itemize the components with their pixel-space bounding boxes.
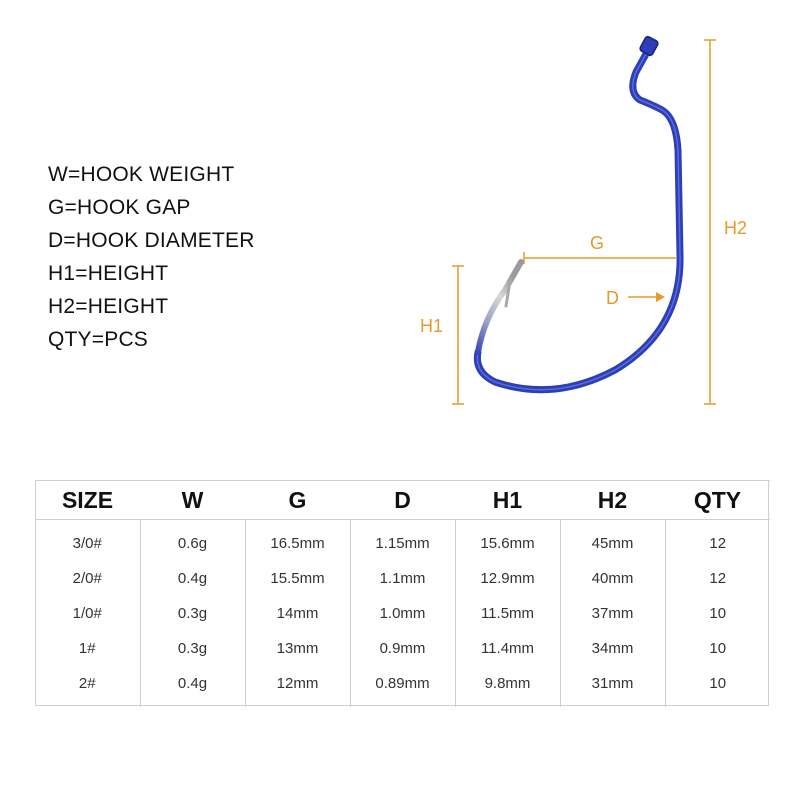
cell-height-2: 31mm [559,666,665,707]
cell-gap: 12mm [244,666,350,707]
header-gap: G [245,480,350,520]
cell-height-1: 12.9mm [454,561,560,596]
cell-quantity: 12 [664,561,770,596]
cell-size: 1# [78,640,96,657]
cell-height-1: 11.5mm [454,596,560,631]
cell-gap: 13mm [244,631,350,666]
header-quantity: QTY [665,480,770,520]
cell-gap: 16.5mm [244,519,350,561]
cell-size: 3/0# [72,535,102,552]
cell-height-2: 40mm [559,561,665,596]
cell-quantity: 10 [664,631,770,666]
cell-quantity: 10 [664,666,770,707]
cell-size: 1/0# [72,605,102,622]
diameter-dimension: D [606,288,665,308]
hook-barb [504,279,512,308]
cell-weight: 0.3g [139,631,245,666]
legend-height-1: H1=HEIGHT [48,262,169,285]
cell-height-2: 45mm [559,519,665,561]
table-row: 2/0# 0.4g 15.5mm 1.1mm 12.9mm 40mm 12 [35,561,770,596]
gap-dimension: G [523,233,676,264]
height-2-dimension: H2 [704,39,747,405]
cell-weight: 0.6g [139,519,245,561]
cell-size: 2# [78,675,96,692]
cell-height-2: 37mm [559,596,665,631]
cell-diameter: 0.9mm [349,631,455,666]
legend-gap: G=HOOK GAP [48,196,191,219]
cell-weight: 0.3g [139,596,245,631]
legend-weight: W=HOOK WEIGHT [48,163,235,186]
cell-diameter: 0.89mm [349,666,455,707]
hook-point [475,259,524,355]
table-row: 3/0# 0.6g 16.5mm 1.15mm 15.6mm 45mm 12 [35,519,770,561]
table-row: 1/0# 0.3g 14mm 1.0mm 11.5mm 37mm 10 [35,596,770,631]
legend-quantity: QTY=PCS [48,328,149,351]
hook-shank-bend [473,41,684,394]
cell-gap: 14mm [244,596,350,631]
header-height-2: H2 [560,480,665,520]
cell-quantity: 12 [664,519,770,561]
cell-diameter: 1.0mm [349,596,455,631]
cell-quantity: 10 [664,596,770,631]
height-1-label: H1 [420,316,443,336]
hook-illustration [473,35,684,394]
table-row: 1# 0.3g 13mm 0.9mm 11.4mm 34mm 10 [35,631,770,666]
cell-diameter: 1.1mm [349,561,455,596]
hook-eye [639,35,659,57]
cell-gap: 15.5mm [244,561,350,596]
header-diameter: D [350,480,455,520]
cell-diameter: 1.15mm [349,519,455,561]
hook-diagram: G D H1 H2 [420,35,747,405]
header-height-1: H1 [455,480,560,520]
header-weight: W [140,480,245,520]
cell-height-1: 15.6mm [454,519,560,561]
cell-height-1: 9.8mm [454,666,560,707]
spec-table: SIZE W G D H1 H2 QTY 3/0# 0.6g 16.5mm 1.… [35,480,770,707]
diameter-label: D [606,288,619,308]
legend: W=HOOK WEIGHT G=HOOK GAP D=HOOK DIAMETER… [48,158,255,356]
cell-size: 2/0# [72,570,102,587]
height-2-label: H2 [724,218,747,238]
height-1-dimension: H1 [420,265,464,405]
cell-weight: 0.4g [139,666,245,707]
cell-weight: 0.4g [139,561,245,596]
cell-height-1: 11.4mm [454,631,560,666]
gap-label: G [590,233,604,253]
arrow-right-icon [656,292,665,302]
table-row: 2# 0.4g 12mm 0.89mm 9.8mm 31mm 10 [35,666,770,707]
header-size: SIZE [35,480,140,520]
cell-height-2: 34mm [559,631,665,666]
legend-diameter: D=HOOK DIAMETER [48,229,255,252]
table-header-row: SIZE W G D H1 H2 QTY [35,480,770,520]
legend-height-2: H2=HEIGHT [48,295,169,318]
